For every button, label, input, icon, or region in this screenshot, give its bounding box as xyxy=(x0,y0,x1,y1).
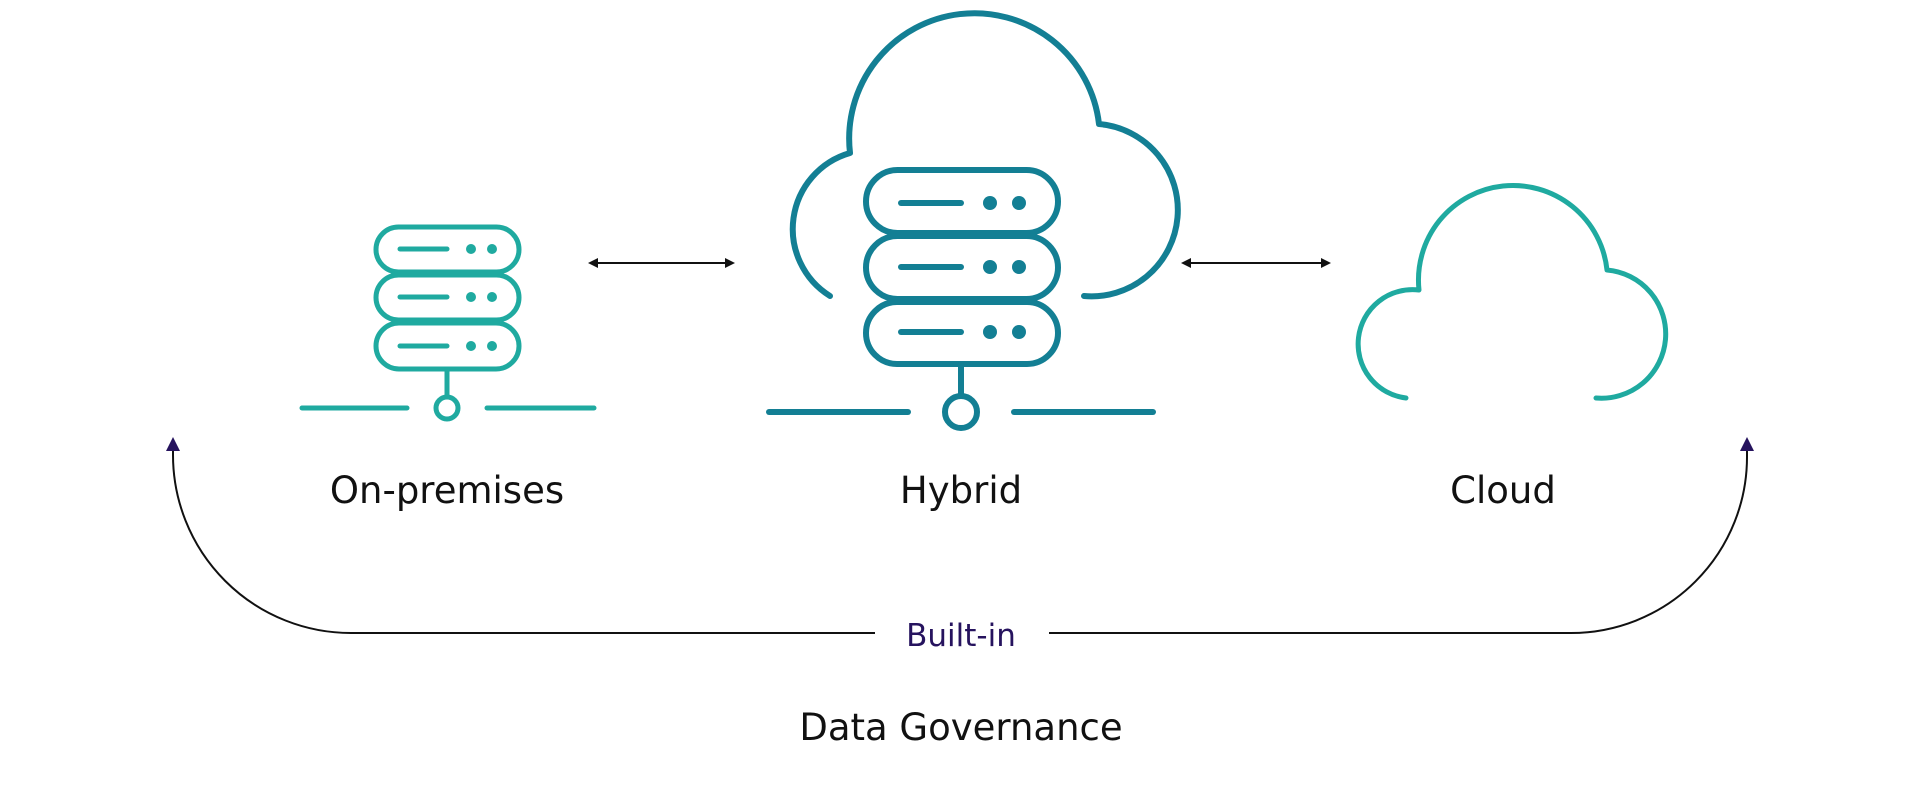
node-label-hybrid: Hybrid xyxy=(900,469,1022,512)
server-stack-icon xyxy=(299,224,597,422)
governance-bracket-right xyxy=(1049,450,1748,634)
governance-bracket-left xyxy=(172,450,875,634)
server-stack-leds xyxy=(466,244,497,351)
node-label-on-premises: On-premises xyxy=(330,469,564,512)
diagram-title: Data Governance xyxy=(799,706,1122,749)
cloud-server-leds xyxy=(983,196,1026,339)
governance-arrowhead-left xyxy=(166,437,180,451)
governance-arrowhead-right xyxy=(1740,437,1754,451)
builtin-label: Built-in xyxy=(906,618,1016,654)
cloud-server-icon xyxy=(766,10,1181,431)
node-label-cloud: Cloud xyxy=(1450,469,1556,512)
cloud-icon xyxy=(1355,182,1669,401)
